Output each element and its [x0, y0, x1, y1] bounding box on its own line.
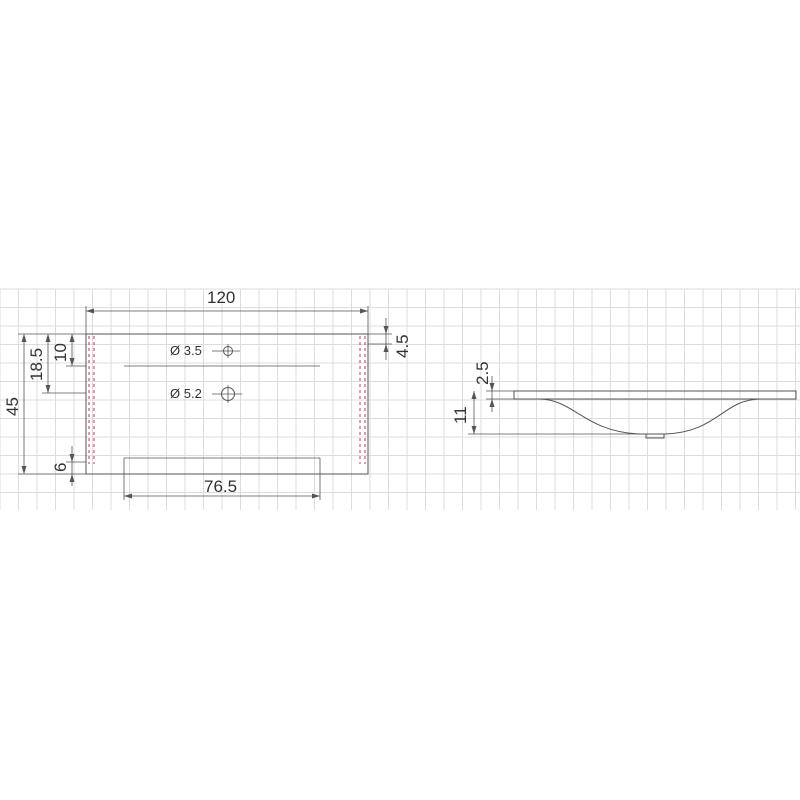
depth-label: 45 — [3, 397, 22, 416]
depth-arrow-bottom — [21, 466, 27, 474]
top-view-outline — [85, 333, 369, 475]
width-arrow-right — [360, 308, 368, 314]
side-offset-label: 4.5 — [393, 334, 412, 358]
basin-arrow-top — [471, 391, 477, 399]
side-view-drain — [645, 433, 665, 439]
width-arrow-left — [86, 308, 94, 314]
slab-arrow-top — [489, 383, 495, 391]
drain-hole-label: Ø 5.2 — [170, 386, 202, 401]
slab-arrow-bottom — [489, 399, 495, 407]
centerline-offset-arrow-top — [69, 334, 75, 342]
side-view: 2.5 11 — [451, 361, 797, 439]
depth-arrow-top — [21, 334, 27, 342]
tap-offset-arrow-top — [45, 334, 51, 342]
width-label: 120 — [207, 288, 235, 307]
bowl-arrow-right — [312, 493, 320, 499]
front-offset-arrow-bottom — [69, 474, 75, 482]
bowl-arrow-left — [124, 493, 132, 499]
top-view: Ø 3.5 Ø 5.2 120 76.5 45 18.5 — [3, 288, 412, 500]
side-view-slab — [513, 390, 797, 400]
centerline-offset-arrow-bottom — [69, 358, 75, 366]
slab-thickness-label: 2.5 — [473, 361, 492, 385]
basin-arrow-bottom — [471, 426, 477, 434]
bowl-width-label: 76.5 — [204, 477, 237, 496]
basin-depth-label: 11 — [451, 406, 470, 424]
front-offset-label: 6 — [51, 463, 70, 472]
front-offset-arrow-top — [69, 454, 75, 462]
side-offset-arrow-top — [383, 326, 389, 334]
side-offset-arrow-bottom — [383, 344, 389, 352]
tap-offset-label: 18.5 — [27, 348, 46, 381]
centerline-offset-label: 10 — [51, 343, 70, 362]
tap-offset-arrow-bottom — [45, 385, 51, 393]
tap-hole-label: Ø 3.5 — [170, 343, 202, 358]
